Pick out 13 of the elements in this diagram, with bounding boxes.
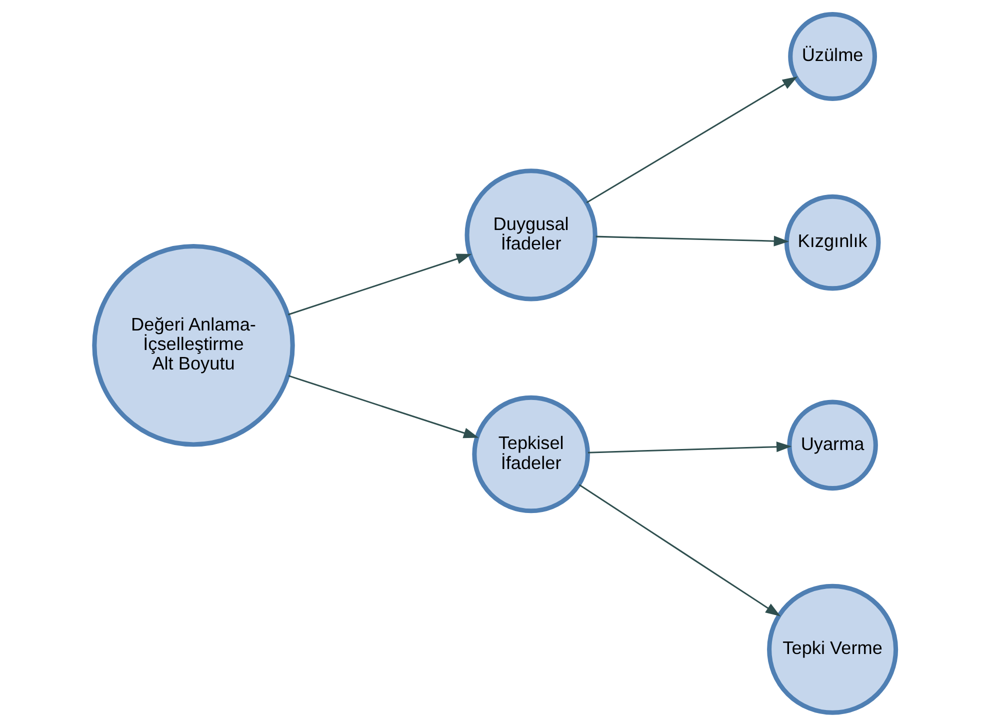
node-circle: Kızgınlık: [784, 194, 880, 291]
node-circle: Duygusal İfadeler: [464, 168, 597, 302]
arrow: [578, 484, 780, 616]
arrow: [288, 375, 478, 438]
node-circle: Tepkisel İfadeler: [472, 395, 590, 514]
node-circle: Üzülme: [788, 12, 876, 101]
arrow: [287, 254, 472, 316]
arrow: [586, 76, 798, 204]
arrow: [595, 236, 788, 246]
node-circle: Uyarma: [786, 400, 878, 491]
node-circle: Değeri Anlama-İçselleştirme Alt Boyutu: [92, 244, 294, 447]
node-circle: Tepki Verme: [766, 584, 898, 715]
arrow: [587, 442, 792, 454]
